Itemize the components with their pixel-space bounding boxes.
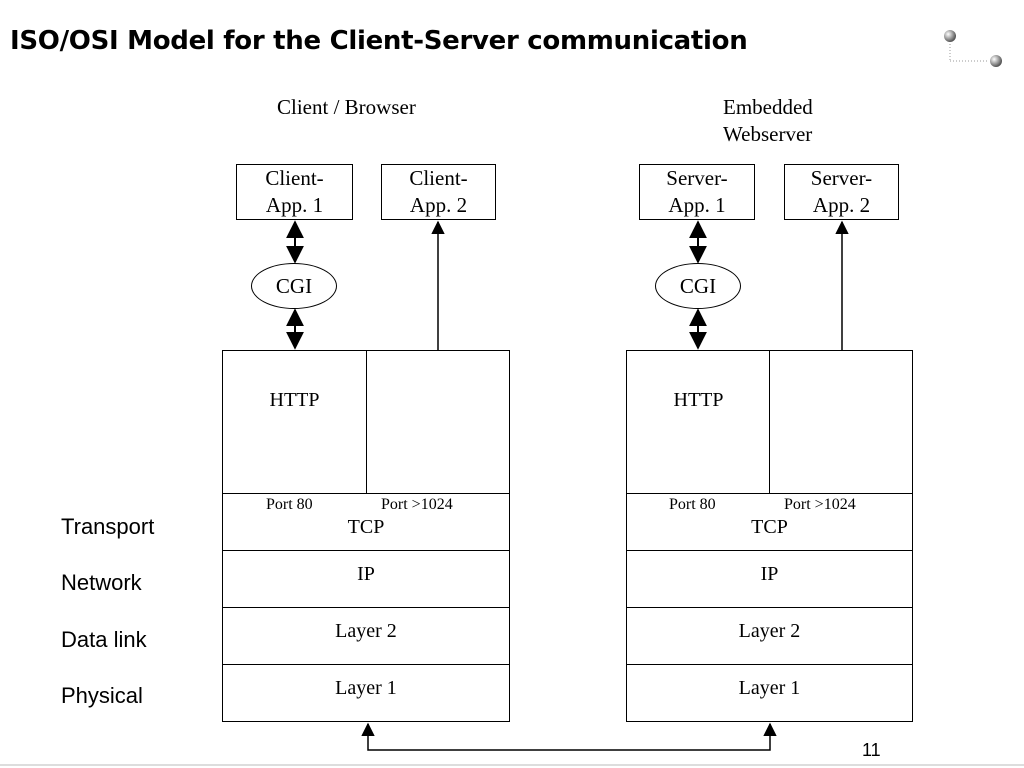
- server-app-1-box: Server- App. 1: [639, 164, 755, 220]
- server-app-2-line2: App. 2: [812, 193, 871, 217]
- client-app-2-line1: Client-: [409, 166, 468, 190]
- server-layer2: Layer 2: [626, 607, 913, 665]
- client-layer2: Layer 2: [222, 607, 510, 665]
- server-app-1-line1: Server-: [666, 166, 728, 190]
- server-http-label: HTTP: [673, 389, 724, 411]
- server-layer2-label: Layer 2: [738, 620, 801, 642]
- server-http-cell: HTTP: [626, 350, 771, 494]
- server-ip-label: IP: [760, 563, 779, 585]
- server-ip-layer: IP: [626, 550, 913, 608]
- client-tcp-layer: TCP: [222, 493, 510, 551]
- osi-physical-label: Physical: [61, 683, 143, 708]
- server-layer1-label: Layer 1: [738, 677, 801, 699]
- slide-title: ISO/OSI Model for the Client-Server comm…: [10, 26, 748, 56]
- server-tcp-layer: TCP: [626, 493, 913, 551]
- server-header-line1: Embedded: [723, 95, 813, 119]
- osi-datalink-label: Data link: [61, 627, 147, 652]
- client-port-80: Port 80: [266, 496, 313, 513]
- two-spheres-logo: [944, 30, 1002, 67]
- client-http-cell: HTTP: [222, 350, 367, 494]
- osi-network-label: Network: [61, 570, 142, 595]
- page-number: 11: [862, 740, 881, 760]
- server-tcp-label: TCP: [751, 516, 788, 538]
- server-port-80: Port 80: [669, 496, 716, 513]
- client-other-app-cell: [366, 350, 510, 494]
- osi-transport-label: Transport: [61, 514, 155, 539]
- client-cgi-ellipse: CGI: [251, 263, 337, 309]
- client-app-2-box: Client- App. 2: [381, 164, 496, 220]
- server-header: Embedded Webserver: [723, 94, 813, 148]
- client-app-2-line2: App. 2: [409, 193, 468, 217]
- physical-link-arrow: [361, 722, 777, 751]
- server-port-1024: Port >1024: [784, 496, 856, 513]
- server-cgi-ellipse: CGI: [655, 263, 741, 309]
- server-app-2-box: Server- App. 2: [784, 164, 899, 220]
- server-header-line2: Webserver: [723, 122, 813, 146]
- client-tcp-label: TCP: [347, 516, 385, 538]
- client-header: Client / Browser: [277, 95, 416, 119]
- client-layer1: Layer 1: [222, 664, 510, 722]
- client-ip-layer: IP: [222, 550, 510, 608]
- client-port-1024: Port >1024: [381, 496, 453, 513]
- client-layer1-label: Layer 1: [335, 677, 397, 699]
- server-layer1: Layer 1: [626, 664, 913, 722]
- client-layer2-label: Layer 2: [335, 620, 397, 642]
- server-other-app-cell: [769, 350, 913, 494]
- server-app-2-line1: Server-: [810, 166, 873, 190]
- client-app-1-line2: App. 1: [265, 193, 324, 217]
- client-app-1-box: Client- App. 1: [236, 164, 353, 220]
- client-ip-label: IP: [357, 563, 375, 585]
- client-app-1-line1: Client-: [265, 166, 324, 190]
- client-http-label: HTTP: [269, 389, 320, 411]
- server-app-1-line2: App. 1: [668, 193, 726, 217]
